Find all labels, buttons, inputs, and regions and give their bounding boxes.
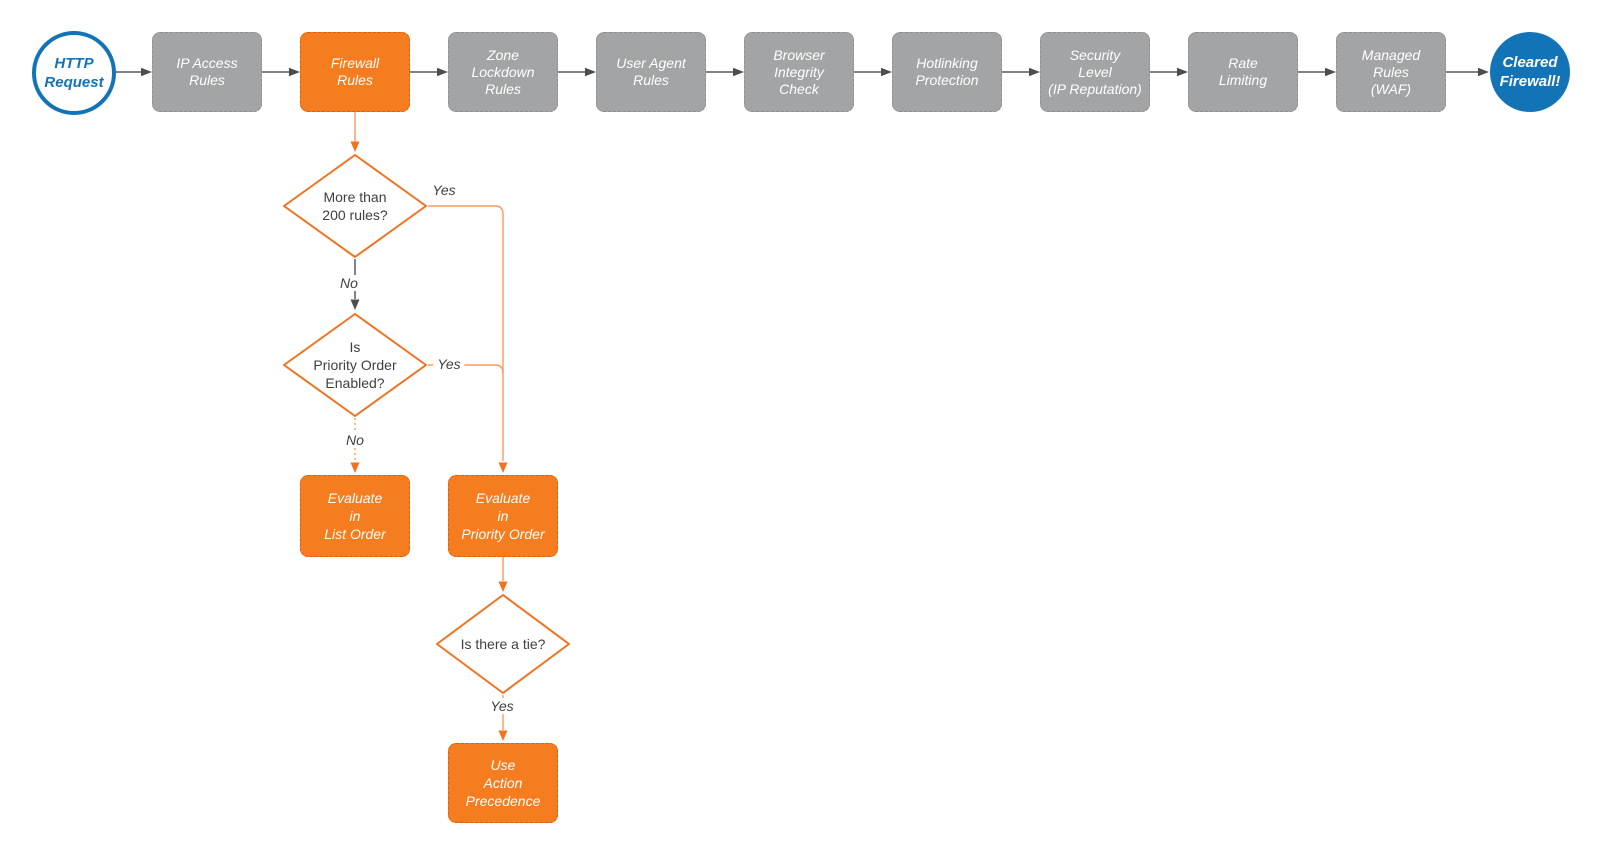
edge-start-to-ip-access	[116, 67, 152, 77]
node-label: Managed Rules (WAF)	[1361, 46, 1421, 97]
node-label: Hotlinking Protection	[915, 55, 979, 88]
edge-firewall-to-zone-lockdown	[410, 67, 448, 77]
edge-label-decision2-no: No	[342, 432, 368, 448]
node-zone-lockdown-rules: Zone Lockdown Rules	[448, 32, 558, 112]
node-label: Evaluate in List Order	[324, 490, 386, 542]
node-managed-rules-waf: Managed Rules (WAF)	[1336, 32, 1446, 112]
edge-security-level-to-rate-limiting	[1150, 67, 1188, 77]
node-label: Security Level (IP Reputation)	[1048, 46, 1142, 97]
edge-zone-lockdown-to-user-agent	[558, 67, 596, 77]
action-evaluate-list-order: Evaluate in List Order	[300, 475, 410, 557]
action-use-action-precedence: Use Action Precedence	[448, 743, 558, 823]
node-label: Use Action Precedence	[465, 757, 541, 809]
edge-browser-integrity-to-hotlinking	[854, 67, 892, 77]
edge-rate-limiting-to-managed-rules	[1298, 67, 1336, 77]
edge-decision1-yes	[428, 205, 508, 473]
decision-label: Is Priority Order Enabled?	[313, 339, 397, 391]
node-label: HTTP Request	[44, 55, 104, 91]
node-label: IP Access Rules	[176, 55, 238, 88]
node-label: Evaluate in Priority Order	[461, 490, 545, 542]
edge-firewall-to-decision1	[350, 112, 360, 152]
edge-hotlinking-to-security-level	[1002, 67, 1040, 77]
edge-label-decision2-yes: Yes	[433, 356, 465, 372]
diamond-shape	[283, 154, 427, 258]
node-label: User Agent Rules	[616, 55, 686, 88]
node-http-request: HTTP Request	[32, 31, 116, 115]
node-user-agent-rules: User Agent Rules	[596, 32, 706, 112]
decision-more-than-200-rules: More than 200 rules?	[282, 153, 428, 259]
edge-label-decision3-yes: Yes	[486, 698, 518, 714]
diamond-shape	[283, 313, 427, 417]
edge-priority-order-to-decision3	[498, 557, 508, 592]
node-browser-integrity-check: Browser Integrity Check	[744, 32, 854, 112]
decision-label: More than 200 rules?	[322, 189, 388, 223]
action-evaluate-priority-order: Evaluate in Priority Order	[448, 475, 558, 557]
decision-is-there-a-tie: Is there a tie?	[435, 593, 571, 695]
node-firewall-rules: Firewall Rules	[300, 32, 410, 112]
node-label: Zone Lockdown Rules	[471, 46, 535, 97]
decision-priority-order-enabled: Is Priority Order Enabled?	[282, 312, 428, 418]
edge-managed-rules-to-cleared	[1446, 67, 1489, 77]
decision-label: Is there a tie?	[460, 636, 546, 652]
node-label: Firewall Rules	[330, 55, 380, 88]
edge-decision2-yes	[428, 364, 504, 374]
node-rate-limiting: Rate Limiting	[1188, 32, 1298, 112]
node-cleared-firewall: Cleared Firewall!	[1490, 32, 1570, 112]
node-hotlinking-protection: Hotlinking Protection	[892, 32, 1002, 112]
node-label: Browser Integrity Check	[773, 46, 825, 97]
edge-user-agent-to-browser-integrity	[706, 67, 744, 77]
node-ip-access-rules: IP Access Rules	[152, 32, 262, 112]
edge-label-decision1-no: No	[336, 275, 362, 291]
edge-label-decision1-yes: Yes	[428, 182, 460, 198]
edge-ip-access-to-firewall	[262, 67, 300, 77]
node-security-level: Security Level (IP Reputation)	[1040, 32, 1150, 112]
node-label: Cleared Firewall!	[1499, 54, 1561, 90]
diamond-shape	[436, 594, 570, 694]
node-label: Rate Limiting	[1218, 55, 1268, 88]
